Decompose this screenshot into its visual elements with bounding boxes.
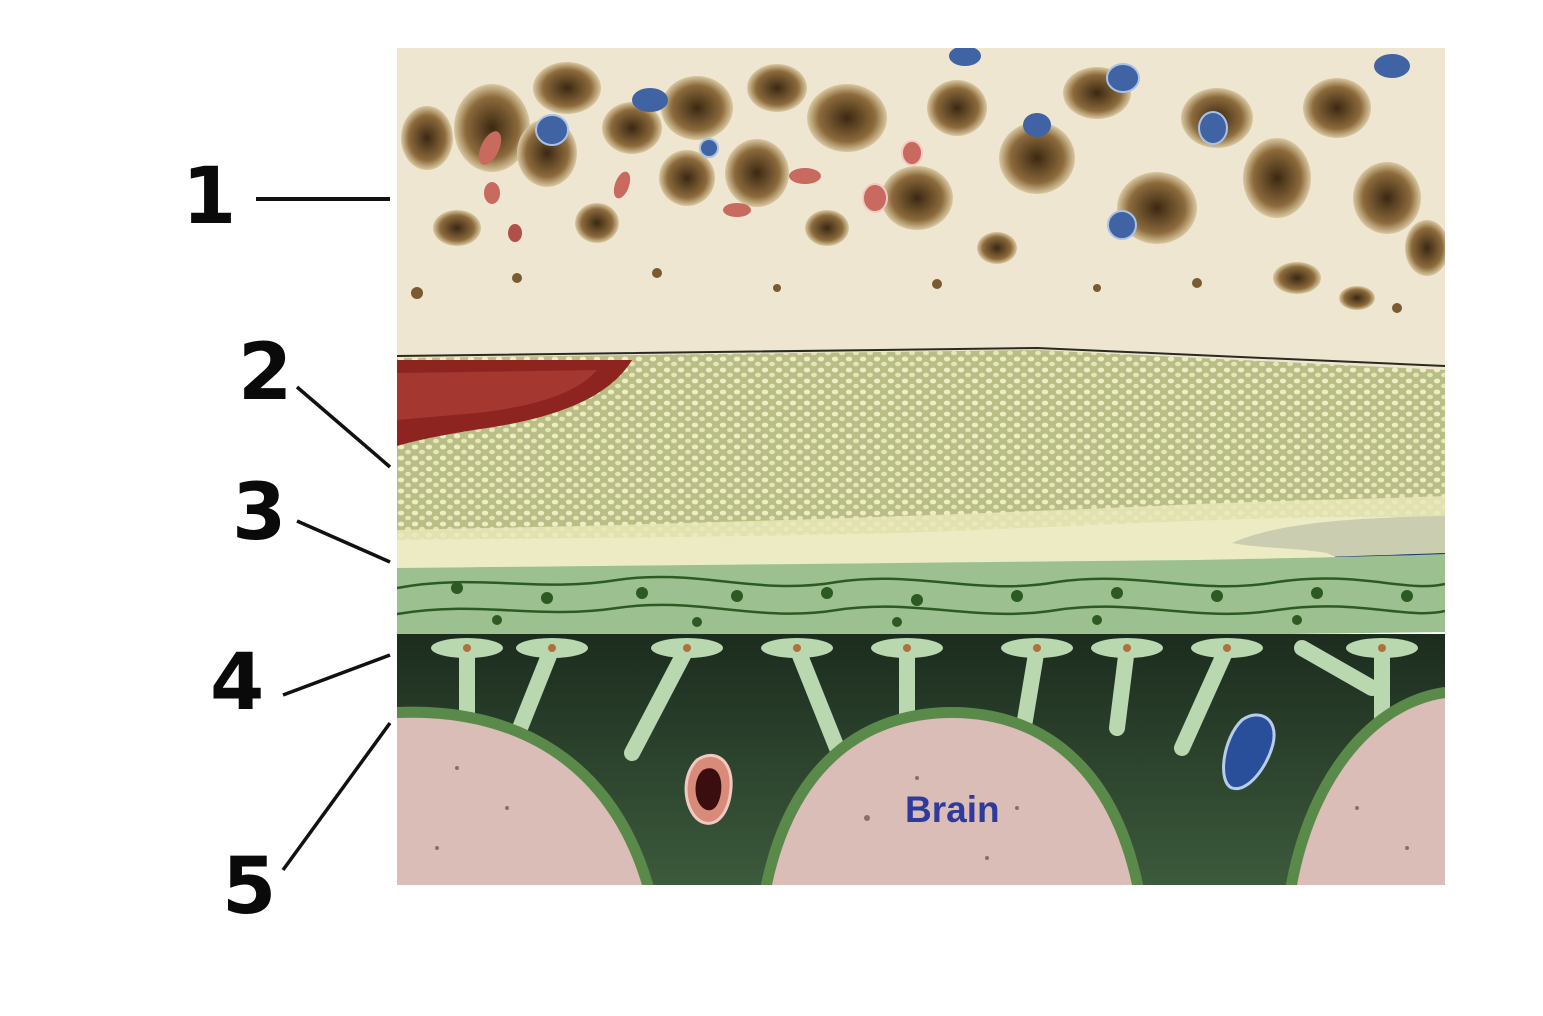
bone-vessels — [478, 48, 1410, 242]
label-5: 5 — [222, 842, 277, 932]
label-4: 4 — [210, 638, 265, 728]
bone-layer — [397, 48, 1445, 378]
brain-label: Brain — [905, 789, 1000, 830]
label-3: 3 — [232, 468, 287, 558]
leader-line-4 — [282, 653, 391, 697]
label-1: 1 — [182, 152, 237, 242]
artery-cross-section — [684, 753, 733, 825]
meninges-illustration — [397, 48, 1445, 885]
cross-section-image — [397, 48, 1445, 885]
leader-line-5 — [281, 721, 392, 872]
leader-line-2 — [295, 385, 392, 469]
label-2: 2 — [238, 328, 293, 418]
arachnoid-layer — [397, 496, 1445, 638]
pia-and-brain — [397, 686, 1445, 885]
vein-cross-section — [1222, 713, 1276, 791]
leader-line-3 — [296, 519, 391, 564]
